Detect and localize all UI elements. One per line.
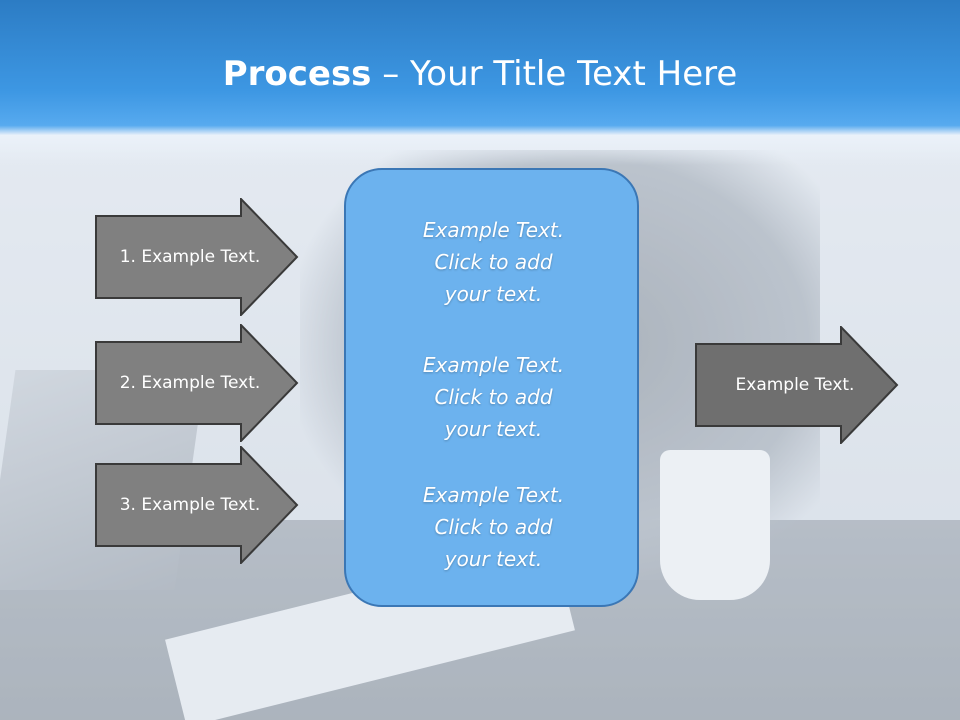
left-arrow-1[interactable]: 1. Example Text.	[95, 198, 299, 316]
paragraph-line: your text.	[444, 417, 543, 441]
left-arrow-3[interactable]: 3. Example Text.	[95, 446, 299, 564]
paragraph-line: Example Text.	[422, 353, 565, 377]
title-bold: Process	[222, 54, 372, 94]
right-arrow[interactable]: Example Text.	[695, 326, 899, 444]
left-arrow-2[interactable]: 2. Example Text.	[95, 324, 299, 442]
paragraph-line: your text.	[444, 547, 543, 571]
title-rest: – Your Title Text Here	[371, 54, 738, 94]
left-arrow-1-label: 1. Example Text.	[119, 247, 261, 267]
arrow-shape-2	[95, 324, 299, 442]
title-band	[0, 0, 960, 165]
right-arrow-shape	[695, 326, 899, 444]
center-paragraph-1: Example Text. Click to add your text.	[346, 214, 641, 310]
paragraph-line: Click to add	[434, 385, 553, 409]
center-text-box[interactable]: Example Text. Click to add your text. Ex…	[344, 168, 639, 607]
paragraph-line: Click to add	[434, 250, 553, 274]
right-arrow-label: Example Text.	[735, 375, 855, 395]
left-arrow-2-label: 2. Example Text.	[119, 373, 261, 393]
arrow-shape-1	[95, 198, 299, 316]
background-cup	[660, 450, 770, 600]
paragraph-line: your text.	[444, 282, 543, 306]
center-paragraph-2: Example Text. Click to add your text.	[346, 349, 641, 445]
slide-title[interactable]: Process – Your Title Text Here	[0, 52, 960, 96]
paragraph-line: Example Text.	[422, 483, 565, 507]
center-paragraph-3: Example Text. Click to add your text.	[346, 479, 641, 575]
arrow-shape-3	[95, 446, 299, 564]
paragraph-line: Click to add	[434, 515, 553, 539]
paragraph-line: Example Text.	[422, 218, 565, 242]
left-arrow-3-label: 3. Example Text.	[119, 495, 261, 515]
